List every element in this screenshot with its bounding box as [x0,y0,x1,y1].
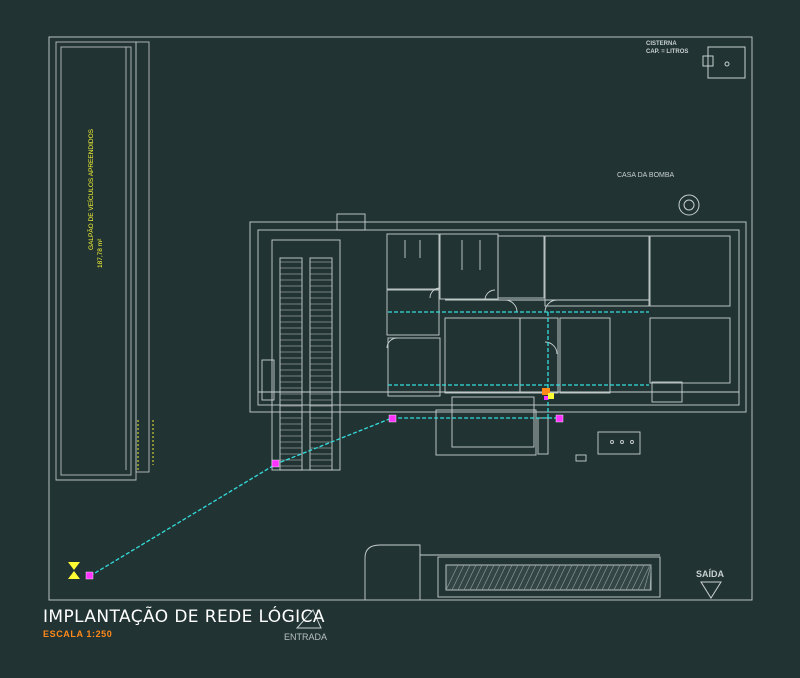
hatch-line [619,564,633,591]
exit-label: SAÍDA [696,569,725,579]
hatch-line [541,564,555,591]
hatch-line [511,564,525,591]
cistern [702,46,746,79]
network-points [85,414,564,580]
hatch-line [493,564,507,591]
entrance-block [435,396,641,462]
pump-house [678,194,700,216]
drawing-scale: ESCALA 1:250 [43,629,113,639]
property-boundary [48,36,753,601]
entry-label: ENTRADA [284,632,328,642]
hatch-line [463,564,477,591]
stair-structure [261,239,341,471]
hatch-line [523,564,537,591]
hatch-line [607,564,621,591]
hatch-line [613,564,627,591]
hatch-line [643,564,652,591]
hatch-line [487,564,501,591]
main-building [249,213,747,413]
hatch-line [559,564,573,591]
hatch-line [475,564,489,591]
pump-house-label: CASA DA BOMBA [617,172,675,179]
hatch-line [517,564,531,591]
hatch-line [505,564,519,591]
hatch-line [637,564,651,591]
hatch-line [469,564,483,591]
network-rack-icon [542,388,554,400]
hatch-line [529,564,543,591]
hatch-line [631,564,645,591]
hatch-line [571,564,585,591]
entry-arrow-icon [295,609,322,629]
entry-modem-icon [68,562,80,579]
vehicle-shed [55,41,154,481]
hatch-line [451,564,465,591]
hatch-line [457,564,471,591]
shed-area-label: 187,78 m² [97,238,104,268]
covered-parking [364,544,661,600]
hatch-line [553,564,567,591]
hatch-line [595,564,609,591]
hatch-line [649,564,652,591]
hatch-line [499,564,513,591]
shed-label: GALPÃO DE VEÍCULOS APREENDIDOS [88,128,95,250]
hatch-line [445,564,459,591]
hatch-line [535,564,549,591]
hatch-line [589,564,603,591]
drawing-title: IMPLANTAÇÃO DE REDE LÓGICA [43,607,325,627]
network-point [85,571,94,580]
hatch-line [601,564,615,591]
exit-arrow-icon [700,581,722,599]
hatch-line [577,564,591,591]
hatch-line [481,564,495,591]
parking-hatch [445,564,652,591]
hatch-line [565,564,579,591]
cistern-capacity-label: CAP. = LITROS [646,49,689,55]
stair-steps [280,261,332,467]
hatch-line [625,564,639,591]
network-cabling [89,311,649,577]
network-point [388,414,397,423]
network-point [271,459,280,468]
network-point [555,414,564,423]
cistern-label: CISTERNA [646,41,677,47]
hatch-line [583,564,597,591]
hatch-line [547,564,561,591]
